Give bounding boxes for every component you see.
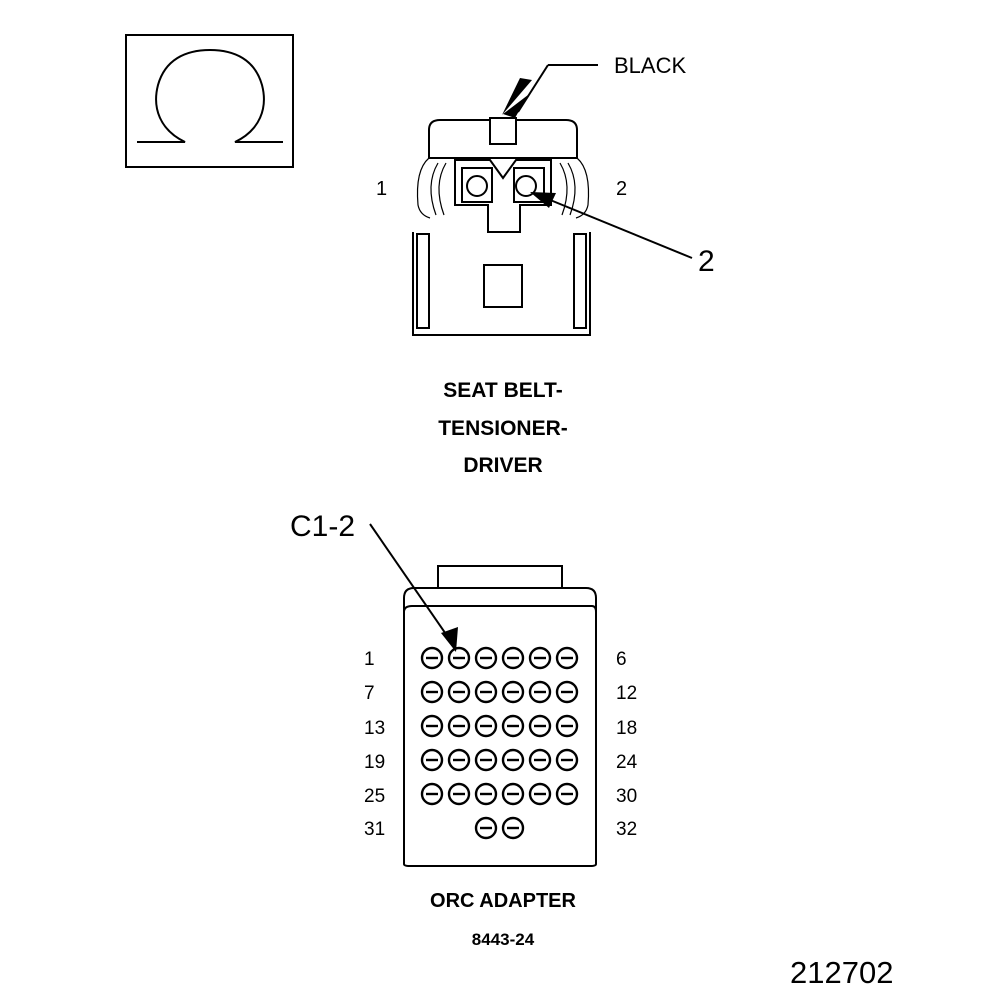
seat-belt-connector: [412, 64, 693, 336]
pointer-label-2: 2: [698, 245, 715, 278]
row-right-label: 6: [616, 649, 627, 670]
row-right-label: 32: [616, 819, 637, 840]
row-right-labels: 6 12 18 24 30 32: [616, 649, 638, 840]
pin-2-label: 2: [616, 178, 627, 200]
row-left-label: 31: [364, 819, 385, 840]
pin-1-label: 1: [376, 178, 387, 200]
c1-2-label: C1-2: [290, 510, 355, 543]
figure-number: 212702: [790, 955, 893, 990]
connector-title-line-3: DRIVER: [463, 454, 542, 477]
row-left-labels: 1 7 13 19 25 31: [364, 649, 385, 840]
connector-pin-1: [466, 175, 488, 197]
row-right-label: 18: [616, 718, 637, 739]
row-right-label: 24: [616, 752, 638, 773]
row-left-label: 13: [364, 718, 385, 739]
omega-icon: [137, 48, 283, 143]
orc-pin-grid: [420, 646, 579, 840]
omega-symbol-box: [125, 34, 294, 168]
color-label: BLACK: [614, 53, 686, 78]
row-left-label: 1: [364, 649, 375, 670]
row-left-label: 25: [364, 786, 385, 807]
row-left-label: 7: [364, 683, 375, 704]
orc-adapter: [369, 523, 597, 867]
connector-pin-2: [515, 175, 537, 197]
adapter-title: ORC ADAPTER: [430, 890, 576, 912]
connector-title-line-2: TENSIONER-: [438, 417, 568, 440]
adapter-part-number: 8443-24: [472, 930, 535, 949]
row-right-label: 12: [616, 683, 637, 704]
row-left-label: 19: [364, 752, 385, 773]
connector-title-line-1: SEAT BELT-: [443, 379, 562, 402]
row-right-label: 30: [616, 786, 637, 807]
